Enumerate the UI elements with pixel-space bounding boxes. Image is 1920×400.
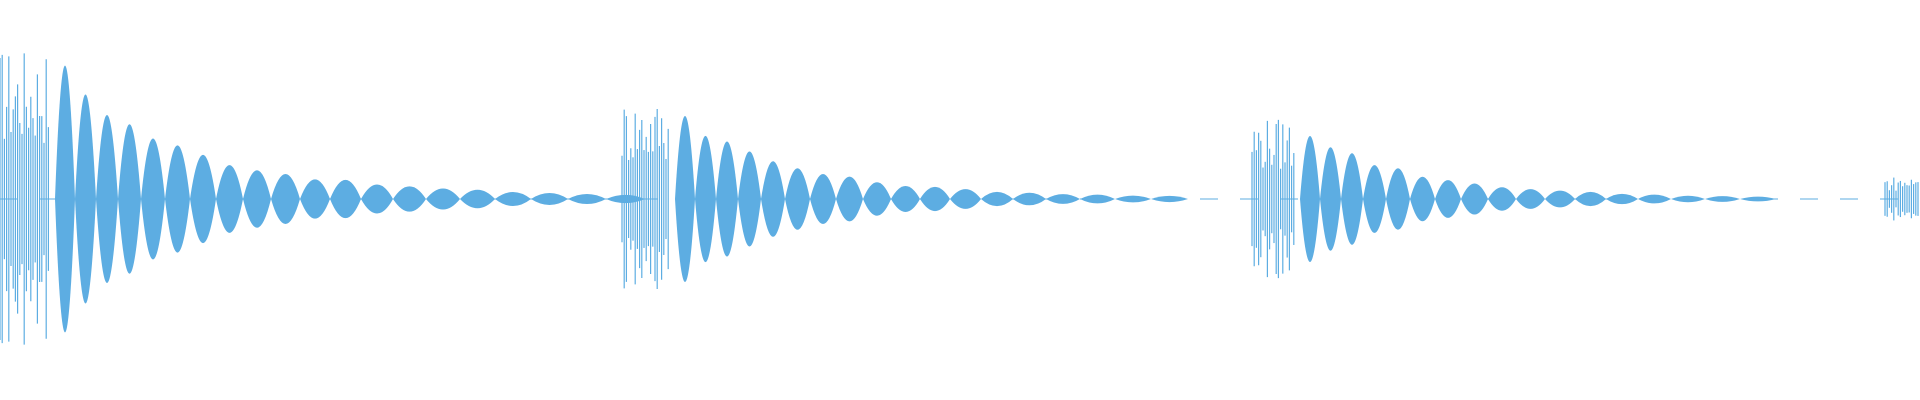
waveform-lobe (216, 165, 243, 233)
waveform-lobe (738, 151, 761, 247)
waveform-lobe (716, 141, 738, 257)
waveform-lobe (761, 161, 785, 237)
waveform-lobe (531, 193, 568, 205)
waveform-lobe (1545, 190, 1575, 208)
waveform-lobe (1488, 187, 1516, 211)
waveform-lobe (675, 115, 695, 283)
waveform-lobe (891, 186, 920, 212)
waveform-lobe (1151, 195, 1188, 203)
waveform-lobe (695, 135, 716, 263)
waveform-lobe (920, 186, 950, 212)
waveform-lobe (1341, 153, 1363, 245)
waveform-lobe (1461, 183, 1488, 215)
waveform-lobe (165, 145, 190, 253)
waveform-lobe (568, 193, 606, 205)
waveform-lobe (330, 179, 361, 219)
waveform-lobe (1638, 194, 1671, 204)
waveform-lobe (1320, 147, 1341, 251)
waveform-lobe (55, 65, 75, 333)
waveform-lobe (836, 176, 863, 222)
waveform-lobe (1516, 189, 1545, 209)
waveform-lobe (1300, 136, 1320, 262)
waveform-lobe (96, 114, 118, 284)
waveform-lobe (300, 179, 330, 219)
waveform-lobe (950, 189, 981, 209)
waveform-lobe (141, 138, 165, 260)
waveform-lobe (361, 184, 393, 214)
waveform-lobe (785, 168, 810, 230)
waveform-lobe (495, 191, 531, 207)
waveform-lobe (1606, 193, 1638, 205)
waveform-lobe (190, 154, 216, 244)
waveform-lobe (393, 186, 426, 212)
waveform-lobe (1575, 191, 1606, 207)
waveform-lobe (75, 94, 96, 304)
waveform-lobe (1080, 194, 1115, 204)
waveform-lobe (1386, 168, 1410, 230)
waveform-lobe (118, 124, 141, 274)
waveform-lobe (1013, 192, 1046, 206)
waveform-lobe (1705, 196, 1740, 202)
waveform-lobe (981, 191, 1013, 207)
waveform-lobe (1115, 195, 1151, 203)
waveform-signal (0, 53, 1920, 345)
waveform-lobe (1363, 165, 1386, 233)
waveform-lobe (863, 182, 891, 216)
waveform-lobe (271, 174, 300, 224)
waveform-lobe (1410, 176, 1435, 222)
waveform-lobe (243, 170, 271, 228)
waveform-lobe (1671, 195, 1705, 203)
waveform-lobe (460, 189, 495, 209)
waveform-lobe (1046, 194, 1080, 204)
waveform-lobe (426, 188, 460, 210)
waveform-lobe (810, 173, 836, 225)
waveform-lobe (1435, 180, 1461, 218)
waveform-lobe (1740, 196, 1776, 202)
